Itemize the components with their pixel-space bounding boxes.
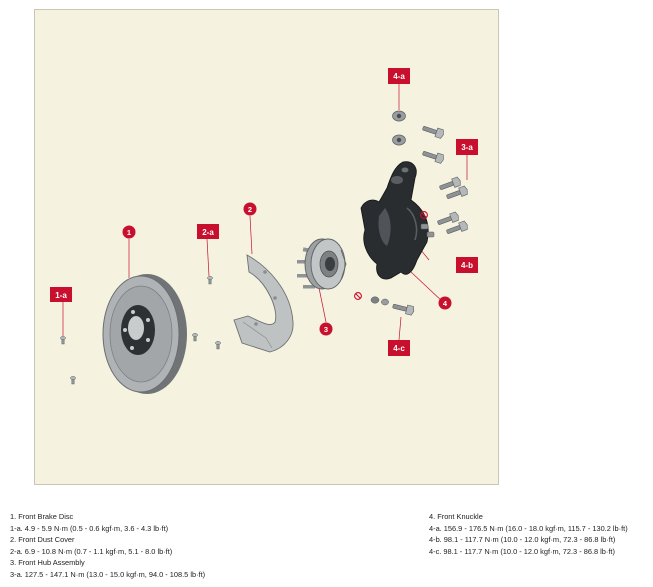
exploded-parts-diagram: 1-a 2-a 4-a 3-a 4-b 4-c 1 2 3 4 bbox=[34, 9, 499, 485]
hub-mounting-bolts bbox=[436, 176, 470, 237]
front-knuckle bbox=[360, 161, 429, 280]
legend-item-torque-3a: 3-a. 127.5 - 147.1 N·m (13.0 - 15.0 kgf·… bbox=[10, 569, 206, 579]
legend-item-torque-4a: 4-a. 156.9 - 176.5 N·m (16.0 - 18.0 kgf·… bbox=[429, 523, 628, 533]
legend-item-front-hub-assembly: 3. Front Hub Assembly bbox=[10, 558, 85, 568]
front-hub-assembly bbox=[297, 238, 347, 290]
callout-number-4: 4 bbox=[438, 296, 452, 310]
callout-number-3: 3 bbox=[319, 322, 333, 336]
svg-text:4: 4 bbox=[443, 299, 448, 308]
legend-item-torque-4b: 4-b. 98.1 - 117.7 N·m (10.0 - 12.0 kgf·m… bbox=[429, 535, 616, 545]
callout-tag-1a: 1-a bbox=[50, 287, 72, 302]
legend-item-front-dust-cover: 2. Front Dust Cover bbox=[10, 535, 75, 545]
legend-right-column: 4. Front Knuckle 4-a. 156.9 - 176.5 N·m … bbox=[429, 511, 628, 557]
svg-text:3: 3 bbox=[324, 325, 328, 334]
legend-item-torque-1a: 1-a. 4.9 - 5.9 N·m (0.5 - 0.6 kgf·m, 3.6… bbox=[10, 523, 169, 533]
front-brake-disc bbox=[102, 274, 187, 394]
knuckle-lower-fasteners bbox=[354, 292, 416, 316]
legend-item-torque-4c: 4-c. 98.1 - 117.7 N·m (10.0 - 12.0 kgf·m… bbox=[429, 546, 615, 556]
front-dust-cover bbox=[233, 254, 294, 353]
legend-item-front-knuckle: 4. Front Knuckle bbox=[429, 512, 483, 521]
legend-item-torque-2a: 2-a. 6.9 - 10.8 N·m (0.7 - 1.1 kgf·m, 5.… bbox=[10, 546, 173, 556]
callout-tag-4b: 4-b bbox=[456, 257, 478, 273]
callout-tag-2a: 2-a bbox=[197, 224, 219, 239]
legend-item-front-brake-disc: 1. Front Brake Disc bbox=[10, 512, 74, 521]
svg-text:4-b: 4-b bbox=[461, 261, 473, 270]
disc-screw-bolts bbox=[60, 336, 76, 385]
callout-tag-4a: 4-a bbox=[388, 68, 410, 84]
svg-text:2: 2 bbox=[248, 205, 252, 214]
svg-text:2-a: 2-a bbox=[202, 228, 214, 237]
knuckle-mid-fasteners bbox=[420, 211, 435, 238]
svg-text:1-a: 1-a bbox=[55, 291, 67, 300]
callout-tag-4c: 4-c bbox=[388, 340, 410, 356]
leader-lines bbox=[62, 84, 468, 341]
callout-number-2: 2 bbox=[243, 202, 257, 216]
svg-text:4-c: 4-c bbox=[393, 344, 405, 353]
svg-text:1: 1 bbox=[127, 228, 131, 237]
svg-text:4-a: 4-a bbox=[393, 72, 405, 81]
legend-left-column: 1. Front Brake Disc 1-a. 4.9 - 5.9 N·m (… bbox=[10, 511, 205, 581]
callout-number-1: 1 bbox=[122, 225, 136, 239]
svg-text:3-a: 3-a bbox=[461, 143, 473, 152]
dust-cover-bolts bbox=[192, 276, 221, 350]
knuckle-upper-fasteners bbox=[392, 110, 446, 165]
callout-tag-3a: 3-a bbox=[456, 139, 478, 155]
